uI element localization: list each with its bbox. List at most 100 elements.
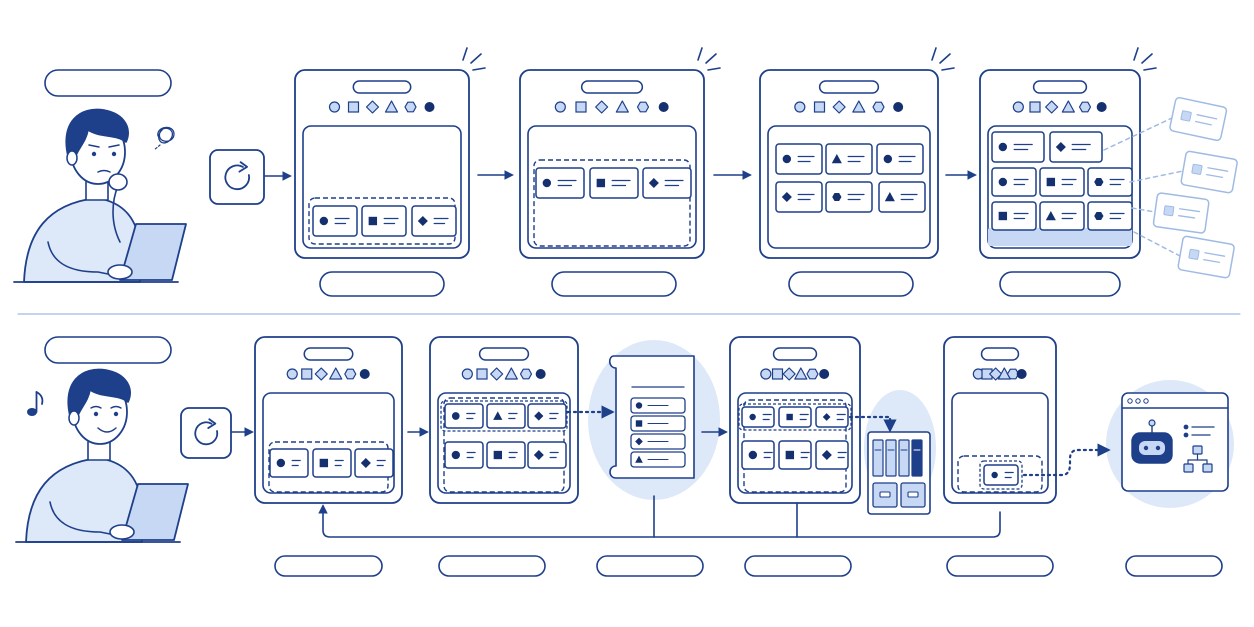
drawer-handle — [907, 491, 919, 498]
task-card — [444, 403, 484, 429]
task-card — [527, 441, 567, 469]
task-card-frame — [876, 143, 924, 175]
person-eye — [93, 411, 99, 417]
task-card — [775, 143, 823, 175]
board-panel — [294, 47, 486, 259]
ghost-card-frame — [1152, 192, 1210, 234]
refresh-icon — [180, 407, 232, 459]
square-icon — [786, 413, 793, 421]
board-title-pill — [772, 347, 818, 361]
task-card — [354, 448, 394, 478]
task-card — [312, 448, 352, 478]
attention-burst-icon — [931, 47, 955, 71]
circle-icon — [749, 413, 756, 421]
board-panel — [519, 47, 721, 259]
task-card-frame — [1039, 201, 1085, 231]
circle-icon — [760, 368, 772, 380]
triangle-icon — [329, 367, 343, 380]
feedback-loop — [318, 495, 1001, 538]
dot-icon — [893, 102, 904, 112]
board-content-area — [951, 392, 1049, 494]
dot-icon — [1096, 102, 1107, 112]
selection-box — [738, 403, 852, 431]
person-hand — [107, 264, 133, 280]
diamond-icon — [635, 437, 643, 446]
robot-eye — [1155, 445, 1161, 451]
binder — [885, 439, 897, 477]
board-drop-zone — [957, 455, 1043, 493]
ghost-trail — [1131, 207, 1156, 213]
square-icon — [1046, 177, 1056, 187]
ghost-card — [1169, 96, 1228, 142]
board-title-pill — [1032, 80, 1088, 94]
task-card-frame — [815, 440, 849, 470]
burst-ray — [472, 67, 486, 71]
caption-pill — [999, 271, 1121, 297]
ghost-card-icon — [1191, 163, 1203, 175]
burst-ray — [1133, 47, 1139, 61]
person-eye — [111, 151, 117, 157]
diamond-icon — [781, 191, 792, 203]
task-card-frame — [825, 143, 873, 175]
task-card-frame — [312, 205, 358, 237]
task-card-frame — [775, 181, 823, 213]
diamond-icon — [314, 367, 328, 381]
square-icon — [493, 450, 502, 460]
diamond-icon — [365, 100, 380, 114]
diamond-icon — [534, 411, 544, 421]
task-card-frame — [983, 464, 1019, 486]
caption-pill — [946, 555, 1054, 577]
task-card — [775, 181, 823, 213]
scroll-list — [608, 355, 695, 479]
task-card — [1039, 201, 1085, 231]
task-card — [269, 448, 309, 478]
caption-pill — [1125, 555, 1223, 577]
ghost-card — [1177, 235, 1235, 279]
board-panel — [943, 336, 1057, 504]
task-card — [589, 167, 639, 199]
board-drop-zone — [533, 159, 691, 247]
laptop-icon — [15, 483, 189, 543]
board-panel — [254, 336, 403, 504]
attention-burst-icon — [1133, 47, 1157, 71]
triangle-icon — [884, 191, 895, 202]
diamond-icon — [648, 177, 659, 189]
circle-icon — [451, 450, 460, 460]
task-card — [741, 440, 775, 470]
ghost-card-frame — [1169, 96, 1228, 142]
circle-icon — [998, 177, 1008, 187]
task-card-frame — [486, 403, 526, 429]
person-neck — [85, 181, 109, 201]
person-hair — [65, 108, 129, 161]
circle-icon — [451, 412, 460, 420]
ghost-card-frame — [1180, 150, 1238, 194]
board-title-pill — [352, 80, 412, 94]
task-card-frame — [825, 181, 873, 213]
square-icon — [368, 216, 378, 226]
task-card — [411, 205, 457, 237]
burst-ray — [931, 47, 937, 61]
caption-pill — [438, 555, 546, 577]
laptop-icon — [13, 223, 187, 283]
circle-icon — [635, 402, 643, 409]
scribble-loop — [157, 126, 175, 144]
dot-icon — [658, 102, 669, 112]
person-neck — [87, 441, 111, 461]
window-dot — [1127, 398, 1133, 404]
task-card-frame — [991, 131, 1045, 163]
task-card — [1039, 167, 1085, 197]
task-card — [486, 441, 526, 469]
triangle-icon — [852, 100, 866, 113]
task-card-frame — [354, 448, 394, 478]
triangle-icon — [1045, 210, 1056, 221]
caption-pill — [274, 555, 383, 577]
square-icon — [813, 101, 826, 113]
bullet-dot — [1183, 424, 1189, 430]
diamond-icon — [533, 450, 544, 460]
person-eye — [91, 151, 97, 157]
hexagon-icon — [806, 368, 819, 380]
note-head — [27, 408, 37, 416]
circle-icon — [998, 142, 1008, 152]
hexagon-icon — [832, 193, 842, 201]
overflow-highlight — [988, 228, 1132, 246]
